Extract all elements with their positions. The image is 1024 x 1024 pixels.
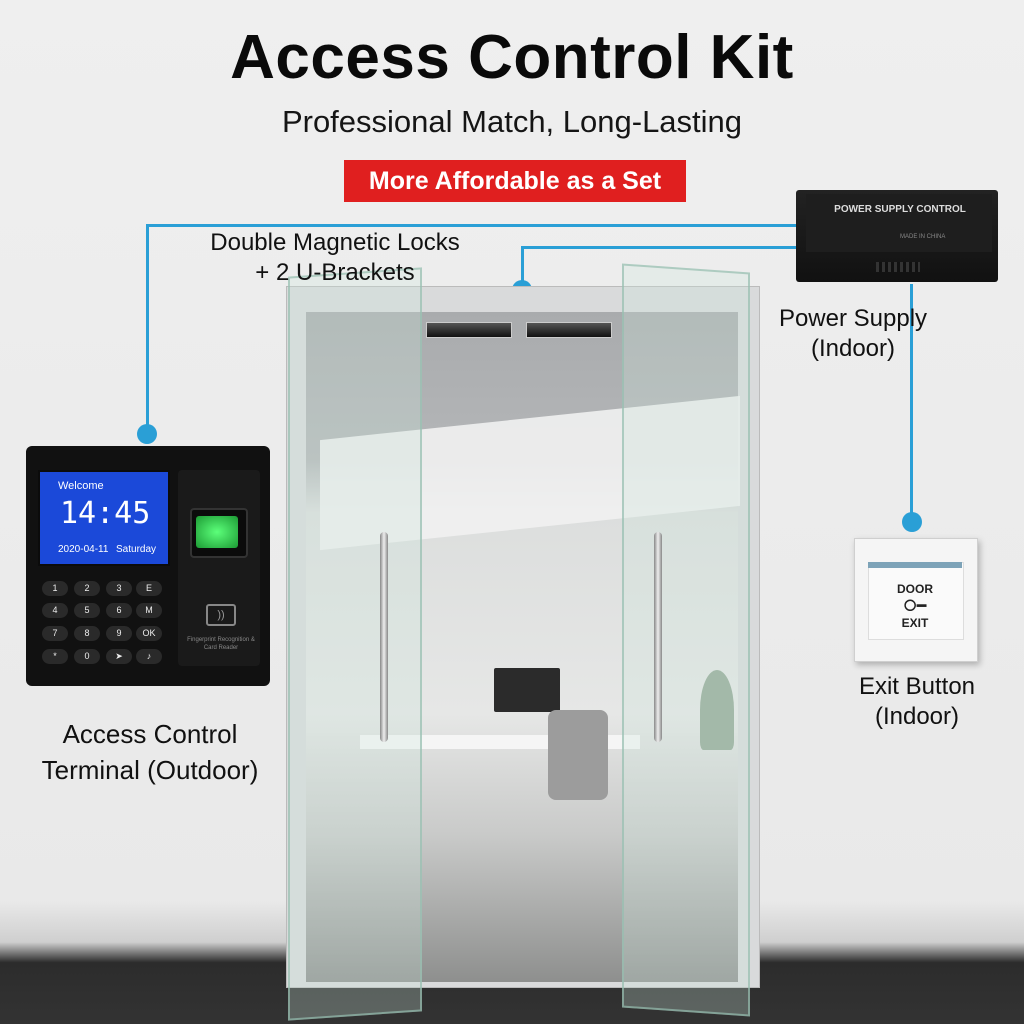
connector-top-horizontal xyxy=(146,224,800,227)
lcd-time: 14:45 xyxy=(60,496,151,531)
door-handle-left xyxy=(380,532,388,742)
keypad-key-3[interactable]: 3 xyxy=(106,581,132,596)
keypad-key-1[interactable]: 1 xyxy=(42,581,68,596)
magnetic-lock-right xyxy=(526,322,612,338)
office-monitor xyxy=(494,668,560,712)
door-handle-right xyxy=(654,532,662,742)
lcd-day: Saturday xyxy=(116,544,157,555)
power-supply-brand-label: POWER SUPPLY CONTROL xyxy=(834,204,966,215)
keypad-key-ok[interactable]: OK xyxy=(136,626,162,641)
keypad-key-6[interactable]: 6 xyxy=(106,603,132,618)
glass-door-left xyxy=(288,267,422,1021)
keypad-key-arrow[interactable]: ➤ xyxy=(106,649,132,664)
power-supply-label: Power Supply (Indoor) xyxy=(770,304,936,364)
exit-button-label-line2: (Indoor) xyxy=(874,703,960,730)
terminal-label: Access Control Terminal (Outdoor) xyxy=(30,716,270,788)
exit-button-door-text: DOOR xyxy=(897,582,933,596)
connector-dot-exit xyxy=(902,512,922,532)
lcd-date: 2020-04-11 xyxy=(58,544,109,555)
keypad-key-0[interactable]: 0 xyxy=(74,649,100,664)
page-title: Access Control Kit xyxy=(230,23,794,92)
terminal-label-line1: Access Control xyxy=(62,719,238,749)
keypad-key-2[interactable]: 2 xyxy=(74,581,100,596)
keypad-key-e[interactable]: E xyxy=(136,581,162,596)
power-supply-made-in: MADE IN CHINA xyxy=(900,234,946,240)
page-subtitle: Professional Match, Long-Lasting xyxy=(281,104,743,139)
connector-terminal-vertical xyxy=(146,224,149,434)
connector-dot-terminal xyxy=(137,424,157,444)
card-reader-icon: )) xyxy=(206,604,236,626)
keypad-key-9[interactable]: 9 xyxy=(106,626,132,641)
fingerprint-panel xyxy=(178,470,260,666)
keypad-key-5[interactable]: 5 xyxy=(74,603,100,618)
connector-lock-vertical xyxy=(521,246,524,286)
connector-lock-horizontal xyxy=(521,246,801,249)
locks-label: Double Magnetic Locks + 2 U-Brackets xyxy=(190,228,480,288)
exit-button-face[interactable] xyxy=(868,562,964,640)
fingerprint-icon xyxy=(196,516,238,548)
exit-button-label-line1: Exit Button xyxy=(858,673,976,700)
keypad-key-star[interactable]: * xyxy=(42,649,68,664)
locks-label-line1: Double Magnetic Locks xyxy=(210,229,460,256)
office-plant xyxy=(700,670,734,750)
keypad-key-4[interactable]: 4 xyxy=(42,603,68,618)
terminal-lcd-screen xyxy=(38,470,170,566)
key-icon: ⭘━ xyxy=(903,598,927,615)
fingerprint-caption: Fingerprint Recognition & Card Reader xyxy=(187,637,255,651)
power-supply-vent xyxy=(876,262,920,272)
magnetic-lock-left xyxy=(426,322,512,338)
keypad-key-m[interactable]: M xyxy=(136,603,162,618)
exit-button-exit-text: EXIT xyxy=(901,616,929,630)
power-supply-label-line1: Power Supply xyxy=(778,305,928,332)
connector-exit-vertical xyxy=(910,284,913,522)
exit-button-indicator-strip xyxy=(868,562,962,568)
keypad-key-7[interactable]: 7 xyxy=(42,626,68,641)
lcd-welcome-text: Welcome xyxy=(58,480,104,492)
office-chair xyxy=(548,710,608,800)
power-supply-label-line2: (Indoor) xyxy=(810,335,896,362)
glass-door-right xyxy=(622,263,750,1017)
keypad-key-bell[interactable]: ♪ xyxy=(136,649,162,664)
power-supply-face xyxy=(806,194,992,252)
exit-button-label: Exit Button (Indoor) xyxy=(836,672,998,732)
terminal-label-line2: Terminal (Outdoor) xyxy=(41,755,259,785)
promo-banner: More Affordable as a Set xyxy=(344,160,686,202)
keypad-key-8[interactable]: 8 xyxy=(74,626,100,641)
locks-label-line2: + 2 U-Brackets xyxy=(255,259,415,286)
